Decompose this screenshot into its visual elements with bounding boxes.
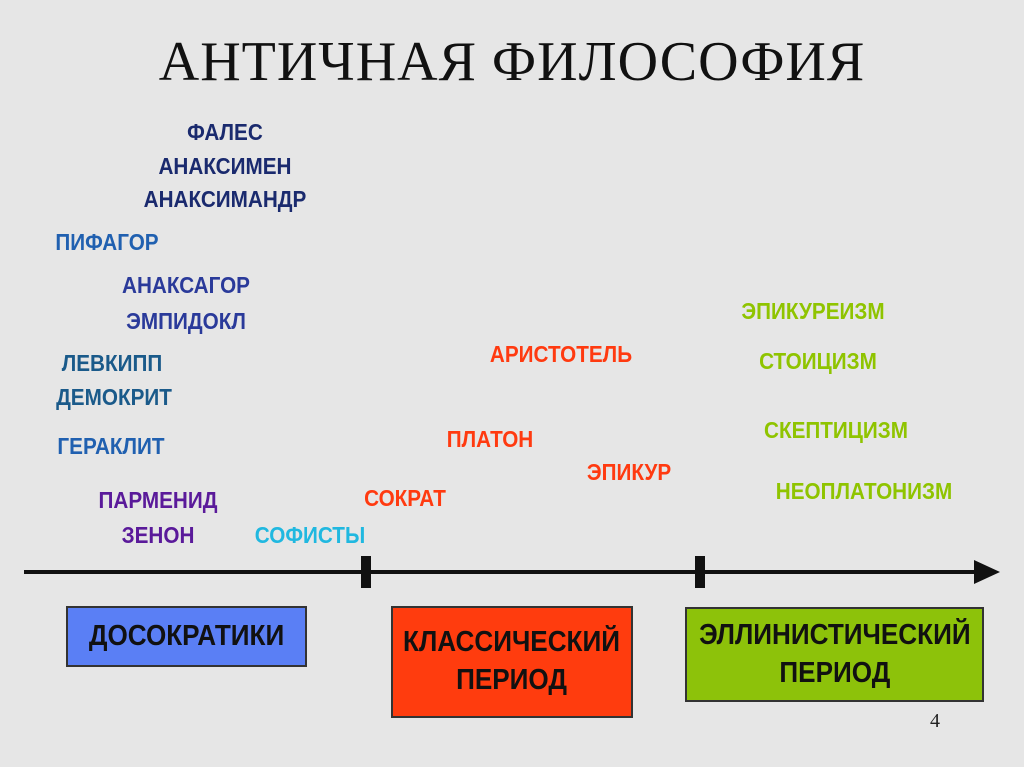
period-presocratic-box: ДОСОКРАТИКИ — [66, 606, 307, 667]
philosopher-leucippus: ЛЕВКИПП — [61, 350, 163, 376]
timeline-divider-classical — [361, 556, 371, 588]
period-classical-label: КЛАССИЧЕСКИЙ ПЕРИОД — [403, 626, 621, 696]
school-skepticism: СКЕПТИЦИЗМ — [763, 417, 909, 443]
period-presocratic-label: ДОСОКРАТИКИ — [88, 619, 285, 652]
philosopher-anaximander: АНАКСИМАНДР — [143, 186, 307, 212]
slide-title: АНТИЧНАЯ ФИЛОСОФИЯ — [158, 31, 866, 93]
philosopher-parmenides: ПАРМЕНИД — [98, 487, 218, 513]
period-hellenistic-box: ЭЛЛИНИСТИЧЕСКИЙ ПЕРИОД — [685, 607, 984, 702]
school-stoicism: СТОИЦИЗМ — [759, 348, 877, 374]
school-epicureanism: ЭПИКУРЕИЗМ — [741, 298, 885, 324]
philosopher-plato: ПЛАТОН — [446, 426, 534, 452]
philosopher-thales: ФАЛЕС — [187, 119, 263, 145]
philosopher-heraclitus: ГЕРАКЛИТ — [57, 433, 165, 459]
philosopher-anaximenes: АНАКСИМЕН — [158, 153, 292, 179]
school-neoplatonism: НЕОПЛАТОНИЗМ — [775, 478, 953, 504]
period-hellenistic-label: ЭЛЛИНИСТИЧЕСКИЙ ПЕРИОД — [698, 618, 971, 689]
philosopher-zeno: ЗЕНОН — [121, 522, 195, 548]
philosopher-socrates: СОКРАТ — [364, 485, 446, 511]
philosopher-epicurus: ЭПИКУР — [586, 459, 672, 485]
period-classical-box: КЛАССИЧЕСКИЙ ПЕРИОД — [391, 606, 633, 718]
timeline-arrowhead — [974, 560, 1000, 584]
timeline-divider-hellenistic — [695, 556, 705, 588]
philosopher-empedocles: ЭМПИДОКЛ — [126, 308, 246, 334]
philosopher-sophists: СОФИСТЫ — [254, 522, 366, 548]
philosopher-democritus: ДЕМОКРИТ — [56, 384, 172, 410]
philosopher-anaxagoras: АНАКСАГОР — [122, 272, 250, 298]
page-number: 4 — [930, 710, 940, 732]
philosopher-pythagoras: ПИФАГОР — [55, 229, 159, 255]
philosopher-aristotle: АРИСТОТЕЛЬ — [489, 341, 633, 367]
